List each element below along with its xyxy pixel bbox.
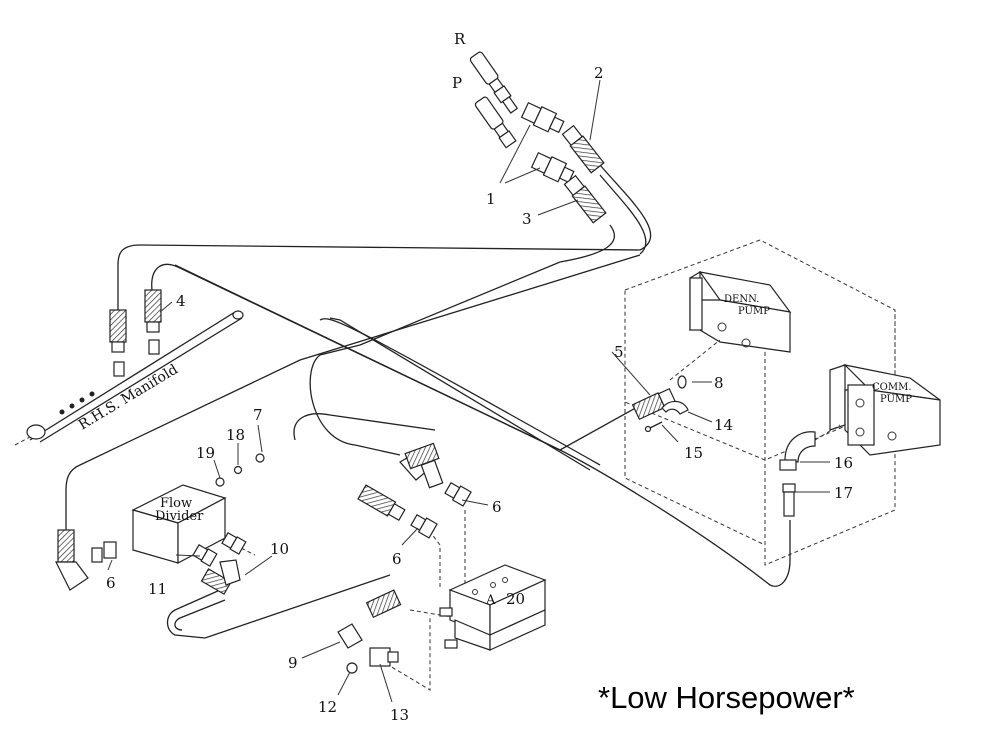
callout-11: 11	[148, 580, 167, 598]
fitting-label-p: P	[452, 74, 462, 92]
flow-divider: Flow Divider	[131, 484, 227, 564]
callout-10: 10	[270, 540, 289, 558]
valve-fittings	[337, 442, 472, 674]
callout-20: 20	[506, 590, 525, 608]
pump-enclosure	[624, 239, 896, 566]
callout-12: 12	[318, 698, 337, 716]
comm-pump-label-line1: COMM.	[872, 382, 912, 393]
diagram-title: *Low Horsepower*	[598, 680, 855, 715]
denn-pump: DENN. PUMP	[689, 270, 792, 353]
callout-3: 3	[522, 210, 532, 228]
callout-8: 8	[714, 374, 724, 392]
callout-6-upper: 6	[492, 498, 502, 516]
callout-4: 4	[176, 292, 186, 310]
callout-leaders	[107, 79, 830, 703]
callout-5: 5	[614, 343, 624, 361]
denn-pump-label-line2: PUMP	[738, 306, 770, 317]
inlet-fittings	[469, 51, 607, 224]
denn-pump-label-line1: DENN.	[724, 294, 759, 305]
pump-fittings	[631, 375, 816, 517]
callout-14: 14	[714, 416, 733, 434]
assembly-leaders	[234, 339, 841, 691]
comm-pump-label-line2: PUMP	[880, 394, 912, 405]
valve-port-a-label: A	[485, 593, 496, 608]
comm-pump: COMM. PUMP	[829, 364, 941, 456]
callout-15: 15	[684, 444, 703, 462]
callout-18: 18	[226, 426, 245, 444]
rhs-manifold: R.H.S. Manifold	[14, 310, 244, 446]
callout-9: 9	[288, 654, 298, 672]
flow-divider-label-line1: Flow	[160, 496, 192, 511]
hose-lines	[65, 164, 791, 639]
callout-13: 13	[390, 706, 409, 724]
callout-2: 2	[594, 64, 604, 82]
callout-1: 1	[486, 190, 496, 208]
manifold-label: R.H.S. Manifold	[76, 362, 181, 434]
valve-block: A	[439, 564, 547, 651]
callout-17: 17	[834, 484, 853, 502]
fitting-label-r: R	[454, 30, 466, 48]
manifold-fittings	[109, 289, 162, 377]
callout-6-left: 6	[106, 574, 116, 592]
flow-divider-fittings	[55, 453, 265, 595]
callout-19: 19	[196, 444, 215, 462]
flow-divider-label-line2: Divider	[155, 509, 204, 524]
callout-7: 7	[253, 406, 263, 424]
callout-16: 16	[834, 454, 853, 472]
callout-6-middle: 6	[392, 550, 402, 568]
